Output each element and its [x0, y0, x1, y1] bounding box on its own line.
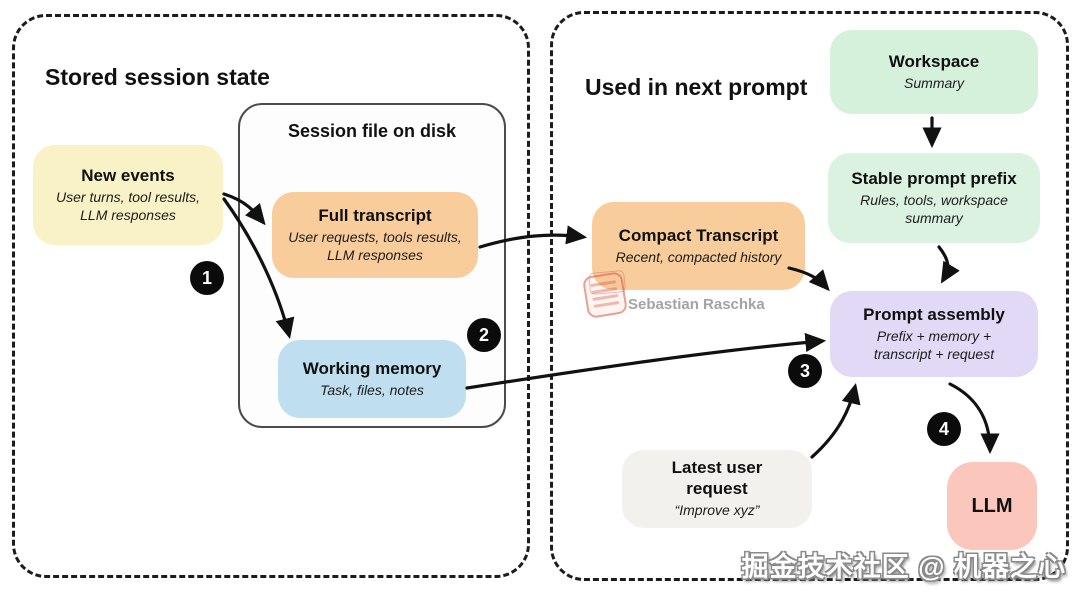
- compact-transcript-title: Compact Transcript: [618, 225, 779, 245]
- stamp-line: [591, 287, 618, 295]
- stamp-line: [593, 300, 620, 308]
- node-compact-transcript: Compact Transcript Recent, compacted his…: [592, 202, 805, 290]
- workspace-title: Workspace: [888, 51, 980, 71]
- stored-session-state-panel: [12, 14, 530, 578]
- full-transcript-subtitle: User requests, tools results, LLM respon…: [288, 229, 462, 263]
- used-in-next-prompt-panel: [550, 11, 1069, 581]
- node-new-events: New events User turns, tool results, LLM…: [33, 145, 223, 245]
- node-stable-prompt-prefix: Stable prompt prefix Rules, tools, works…: [828, 153, 1040, 243]
- session-file-title: Session file on disk: [287, 121, 457, 141]
- new-events-subtitle: User turns, tool results, LLM responses: [56, 189, 200, 223]
- stable-prompt-prefix-subtitle: Rules, tools, workspace summary: [860, 192, 1008, 226]
- left-panel-title: Stored session state: [45, 64, 270, 90]
- latest-user-request-title: Latest user request: [671, 458, 763, 498]
- step-badge-4: 4: [927, 412, 961, 446]
- workspace-subtitle: Summary: [904, 74, 964, 91]
- right-panel-title: Used in next prompt: [585, 74, 808, 100]
- node-prompt-assembly: Prompt assembly Prefix + memory + transc…: [830, 291, 1038, 377]
- stamp-line: [590, 280, 617, 288]
- full-transcript-title: Full transcript: [318, 205, 432, 225]
- node-working-memory: Working memory Task, files, notes: [278, 340, 466, 418]
- community-watermark: 掘金技术社区 @ 机器之心: [741, 552, 1066, 582]
- step-badge-1: 1: [190, 261, 224, 295]
- stamp-icon: [581, 271, 629, 319]
- working-memory-subtitle: Task, files, notes: [320, 381, 424, 398]
- author-watermark: Sebastian Raschka: [628, 296, 765, 313]
- node-full-transcript: Full transcript User requests, tools res…: [272, 192, 478, 278]
- step-badge-3: 3: [788, 354, 822, 388]
- node-workspace: Workspace Summary: [830, 30, 1038, 114]
- prompt-assembly-title: Prompt assembly: [863, 304, 1005, 324]
- stable-prompt-prefix-title: Stable prompt prefix: [851, 168, 1017, 188]
- new-events-title: New events: [81, 165, 175, 185]
- prompt-assembly-subtitle: Prefix + memory + transcript + request: [873, 328, 995, 362]
- step-badge-2: 2: [467, 318, 501, 352]
- latest-user-request-subtitle: “Improve xyz”: [674, 502, 760, 519]
- working-memory-title: Working memory: [302, 358, 442, 378]
- stamp-line: [592, 293, 619, 301]
- node-latest-user-request: Latest user request “Improve xyz”: [622, 450, 812, 528]
- compact-transcript-subtitle: Recent, compacted history: [615, 248, 782, 265]
- node-llm: LLM: [947, 462, 1037, 550]
- llm-title: LLM: [971, 495, 1013, 517]
